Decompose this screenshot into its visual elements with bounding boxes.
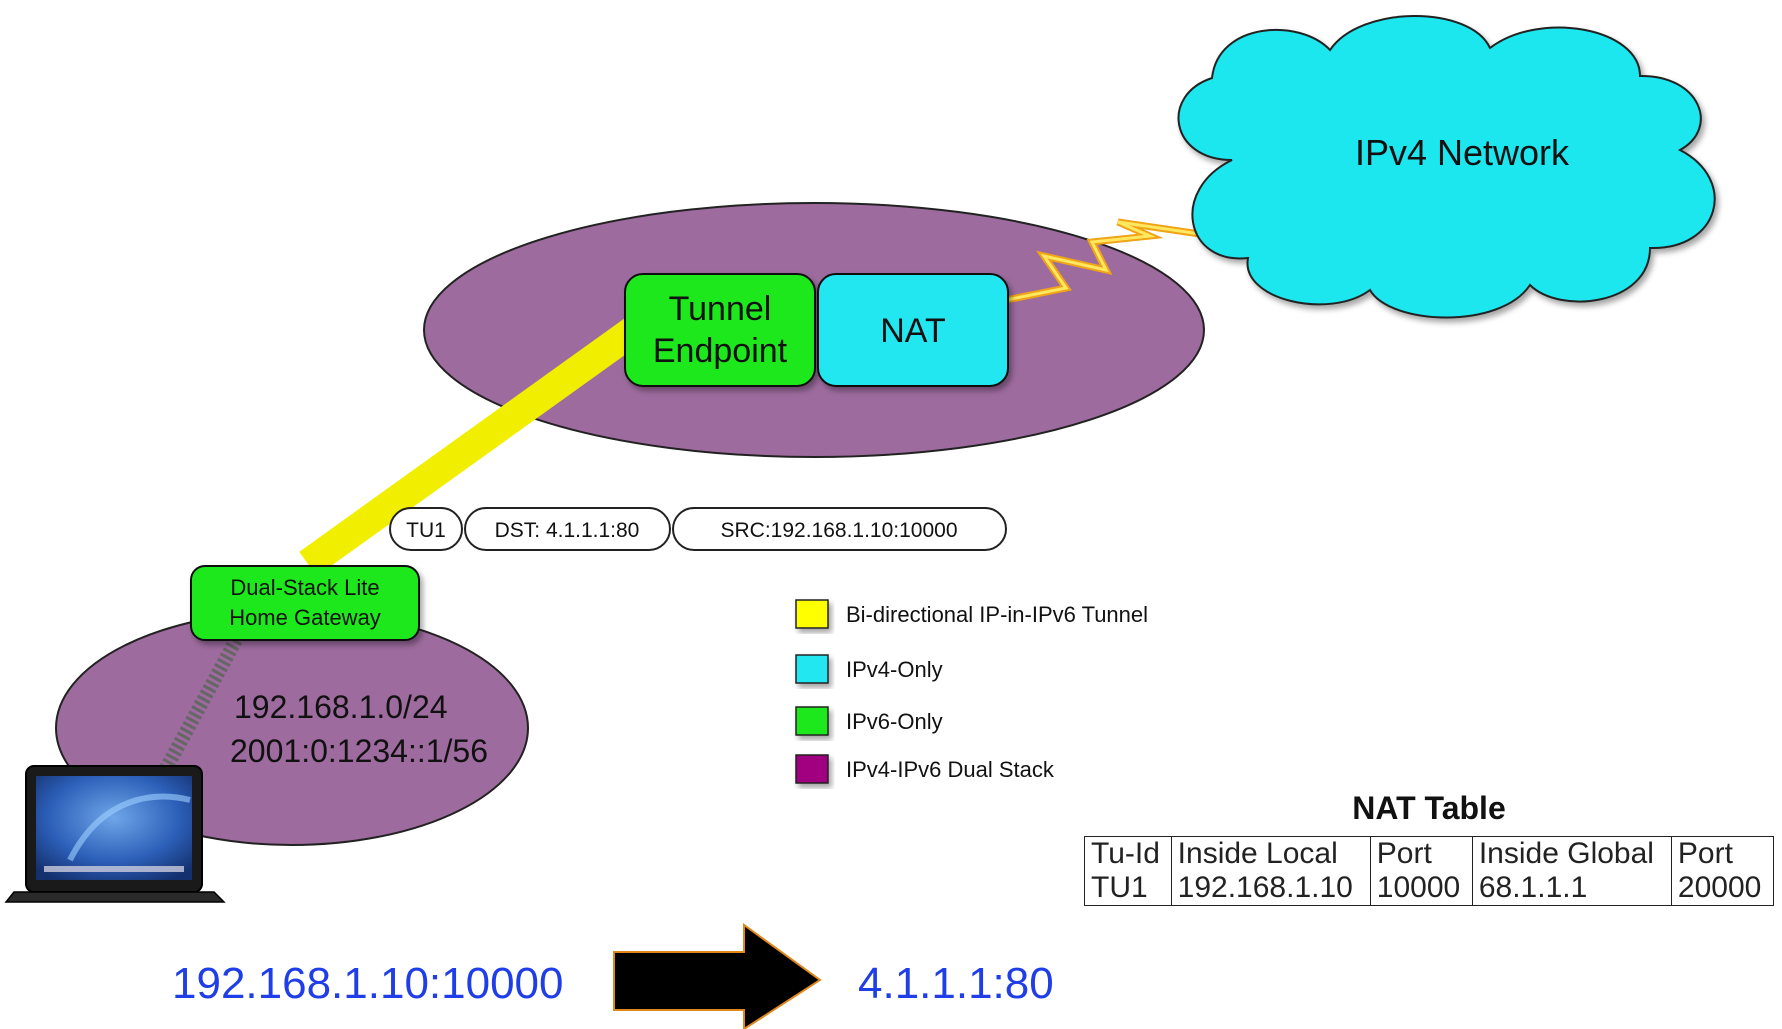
legend-swatch-ipv6 [795,706,829,736]
laptop-icon [4,765,226,903]
packet-src: SRC:192.168.1.10:10000 [720,519,957,542]
packet-dst: DST: 4.1.1.1:80 [495,519,640,542]
ipv6-tunnel [299,317,643,577]
flow-destination: 4.1.1.1:80 [858,959,1054,1008]
packet-dst-pill [464,507,671,551]
nat-box [817,273,1009,387]
packet-tunnel-id: TU1 [406,519,446,542]
tunnel-endpoint-label-line2: Endpoint [653,332,788,370]
flow-source: 192.168.1.10:10000 [172,959,564,1008]
legend-swatch-tunnel [795,599,829,629]
packet-tunnel-id-pill [389,507,463,551]
nat-table-cell-local-port: 10000 [1369,871,1473,906]
packet-src-pill [672,507,1007,551]
tunnel-endpoint-label-line1: Tunnel [669,290,772,328]
nat-label: NAT [880,312,945,350]
legend-swatch-ipv4 [795,654,829,684]
nat-table-header-row: Tu-Id Inside Local Port Inside Global Po… [1084,836,1775,871]
nat-table-header-inside-local: Inside Local [1170,836,1371,871]
home-gateway-label-line2: Home Gateway [229,605,381,630]
ipv4-network-label: IPv4 Network [1355,132,1570,173]
nat-table-header-local-port: Port [1369,836,1473,871]
table-row: TU1 192.168.1.10 10000 68.1.1.1 20000 [1084,871,1775,906]
nat-table-header-global-port: Port [1670,836,1775,871]
legend-label-ipv6: IPv6-Only [846,709,943,734]
home-gateway-label-line1: Dual-Stack Lite [230,575,379,600]
legend-swatch-dual-stack [795,754,829,784]
nat-table-header-tu-id: Tu-Id [1084,836,1172,871]
nat-table-cell-global-port: 20000 [1670,871,1775,906]
home-gateway-box [190,565,420,641]
nat-table-cell-inside-local: 192.168.1.10 [1170,871,1371,906]
ipv4-network-cloud [1177,15,1716,319]
legend-label-dual-stack: IPv4-IPv6 Dual Stack [846,757,1055,782]
nat-table-header-inside-global: Inside Global [1471,836,1672,871]
nat-table-title: NAT Table [1352,790,1506,826]
home-ipv6-prefix: 2001:0:1234::1/56 [230,733,488,769]
nat-table-cell-inside-global: 68.1.1.1 [1471,871,1672,906]
flow-arrow-icon [613,923,822,1029]
home-link [155,636,243,780]
nat-table-cell-tu-id: TU1 [1084,871,1172,906]
tunnel-endpoint-box [624,273,816,387]
legend: Bi-directional IP-in-IPv6 Tunnel IPv4-On… [795,599,1148,784]
legend-label-tunnel: Bi-directional IP-in-IPv6 Tunnel [846,602,1148,627]
nat-table: Tu-Id Inside Local Port Inside Global Po… [1084,836,1775,906]
ipv4-link-lightning-core [1005,220,1201,302]
legend-label-ipv4: IPv4-Only [846,657,943,682]
home-ipv4-prefix: 192.168.1.0/24 [234,689,448,725]
